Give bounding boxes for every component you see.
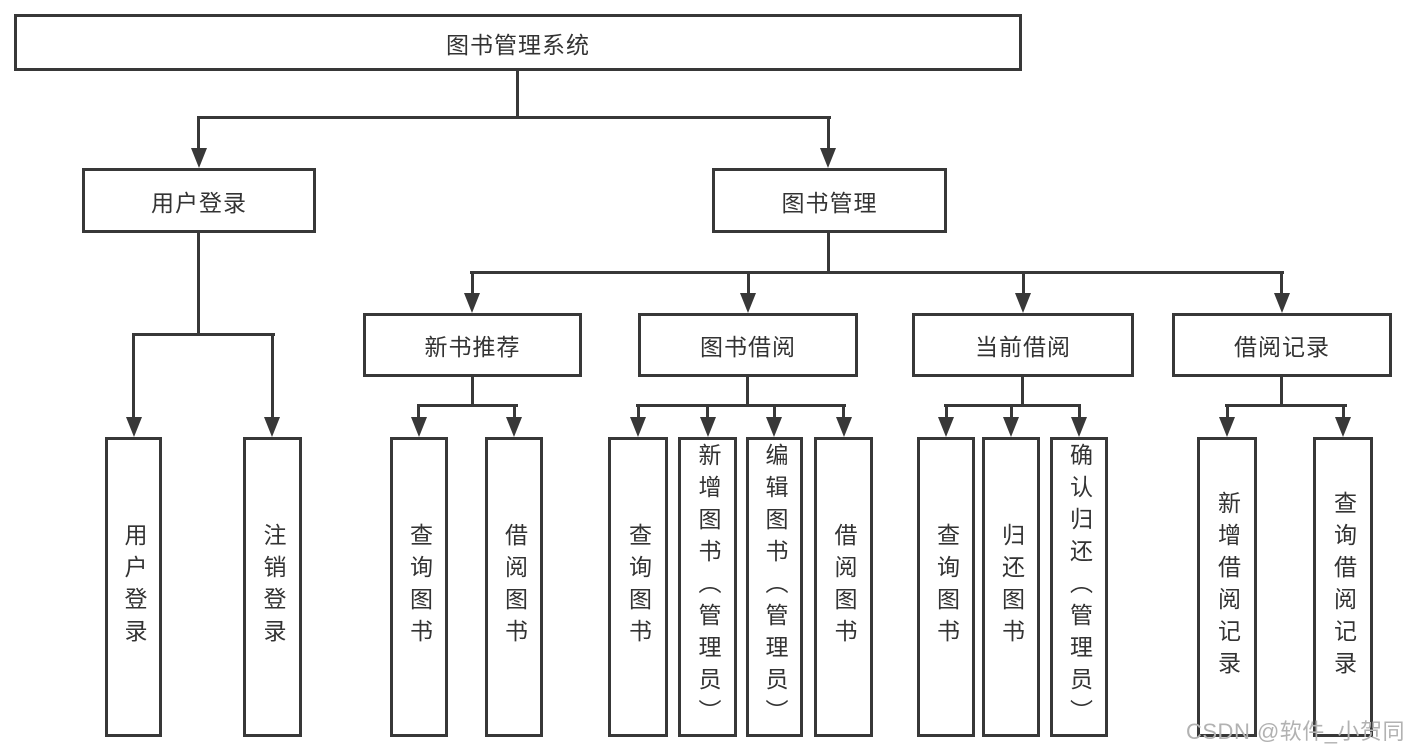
connector-line	[197, 116, 831, 119]
connector-line	[945, 404, 948, 420]
leaf-borrow-books-borrowing: 借阅图书	[814, 437, 873, 737]
connector-line	[637, 404, 640, 420]
node-label: 图书管理	[781, 189, 878, 216]
leaf-label: 新增图书（管理员）	[695, 443, 721, 731]
node-new-book-recommend: 新书推荐	[363, 313, 582, 377]
node-label: 图书借阅	[700, 334, 796, 360]
arrow-down-icon	[938, 417, 954, 437]
leaf-label: 注销登录	[260, 523, 286, 651]
leaf-label: 用户登录	[121, 523, 147, 651]
node-book-management-group: 图书管理	[712, 168, 947, 233]
leaf-label: 查询图书	[933, 523, 960, 651]
leaf-label: 借阅图书	[831, 523, 857, 651]
leaf-query-borrow-record: 查询借阅记录	[1313, 437, 1373, 737]
arrow-down-icon	[836, 417, 852, 437]
arrow-down-icon	[1219, 417, 1235, 437]
arrow-down-icon	[411, 417, 427, 437]
arrow-down-icon	[820, 148, 836, 168]
arrow-down-icon	[506, 417, 522, 437]
arrow-down-icon	[1071, 417, 1087, 437]
leaf-label: 确认归还（管理员）	[1066, 443, 1093, 731]
connector-line	[1225, 404, 1347, 407]
connector-line	[773, 404, 776, 420]
connector-line	[1078, 404, 1081, 420]
leaf-query-books-current: 查询图书	[917, 437, 975, 737]
node-label: 图书管理系统	[446, 31, 590, 58]
connector-line	[842, 404, 845, 420]
leaf-borrow-books-recommend: 借阅图书	[485, 437, 543, 737]
connector-line	[417, 404, 420, 420]
leaf-label: 归还图书	[998, 523, 1025, 651]
connector-line	[513, 404, 516, 420]
connector-line	[827, 116, 830, 150]
connector-line	[827, 232, 830, 273]
connector-line	[747, 271, 750, 297]
leaf-label: 新增借阅记录	[1214, 491, 1241, 683]
arrow-down-icon	[264, 417, 280, 437]
node-borrowing-records: 借阅记录	[1172, 313, 1392, 377]
connector-line	[1010, 404, 1013, 420]
leaf-label: 查询借阅记录	[1330, 491, 1357, 683]
arrow-down-icon	[1274, 293, 1290, 313]
node-label: 用户登录	[151, 189, 247, 216]
node-root-library-system: 图书管理系统	[14, 14, 1022, 71]
connector-line	[706, 404, 709, 420]
connector-line	[1342, 404, 1345, 420]
arrow-down-icon	[1335, 417, 1351, 437]
leaf-label: 编辑图书（管理员）	[762, 443, 788, 731]
connector-line	[471, 376, 474, 406]
arrow-down-icon	[630, 417, 646, 437]
node-current-borrowing: 当前借阅	[912, 313, 1134, 377]
arrow-down-icon	[1003, 417, 1019, 437]
leaf-return-book: 归还图书	[982, 437, 1040, 737]
leaf-label: 查询图书	[406, 523, 433, 651]
csdn-watermark: CSDN @软件_小贺同学	[1186, 719, 1405, 744]
node-book-borrowing: 图书借阅	[638, 313, 858, 377]
arrow-down-icon	[700, 417, 716, 437]
connector-line	[1022, 271, 1025, 297]
connector-line	[1021, 376, 1024, 406]
leaf-confirm-return-admin: 确认归还（管理员）	[1050, 437, 1108, 737]
arrow-down-icon	[191, 148, 207, 168]
leaf-add-borrow-record: 新增借阅记录	[1197, 437, 1257, 737]
leaf-label: 查询图书	[625, 523, 652, 651]
node-label: 当前借阅	[975, 334, 1071, 360]
connector-line	[471, 271, 474, 297]
arrow-down-icon	[126, 417, 142, 437]
connector-line	[417, 404, 518, 407]
connector-line	[1280, 376, 1283, 406]
connector-line	[132, 333, 135, 419]
leaf-query-books-borrowing: 查询图书	[608, 437, 668, 737]
node-label: 新书推荐	[424, 334, 521, 360]
connector-line	[636, 404, 846, 407]
connector-line	[197, 116, 200, 150]
connector-line	[516, 70, 519, 118]
leaf-edit-book-admin: 编辑图书（管理员）	[746, 437, 803, 737]
arrow-down-icon	[464, 293, 480, 313]
leaf-user-login: 用户登录	[105, 437, 162, 737]
connector-line	[470, 271, 1284, 274]
node-user-login-group: 用户登录	[82, 168, 316, 233]
connector-line	[271, 333, 274, 419]
leaf-add-book-admin: 新增图书（管理员）	[678, 437, 737, 737]
node-label: 借阅记录	[1234, 334, 1330, 360]
arrow-down-icon	[1015, 293, 1031, 313]
connector-line	[746, 376, 749, 406]
leaf-logout: 注销登录	[243, 437, 302, 737]
arrow-down-icon	[740, 293, 756, 313]
connector-line	[132, 333, 275, 336]
connector-line	[197, 232, 200, 336]
connector-line	[1280, 271, 1283, 297]
leaf-label: 借阅图书	[501, 523, 528, 651]
leaf-query-books-recommend: 查询图书	[390, 437, 448, 737]
connector-line	[1226, 404, 1229, 420]
arrow-down-icon	[766, 417, 782, 437]
